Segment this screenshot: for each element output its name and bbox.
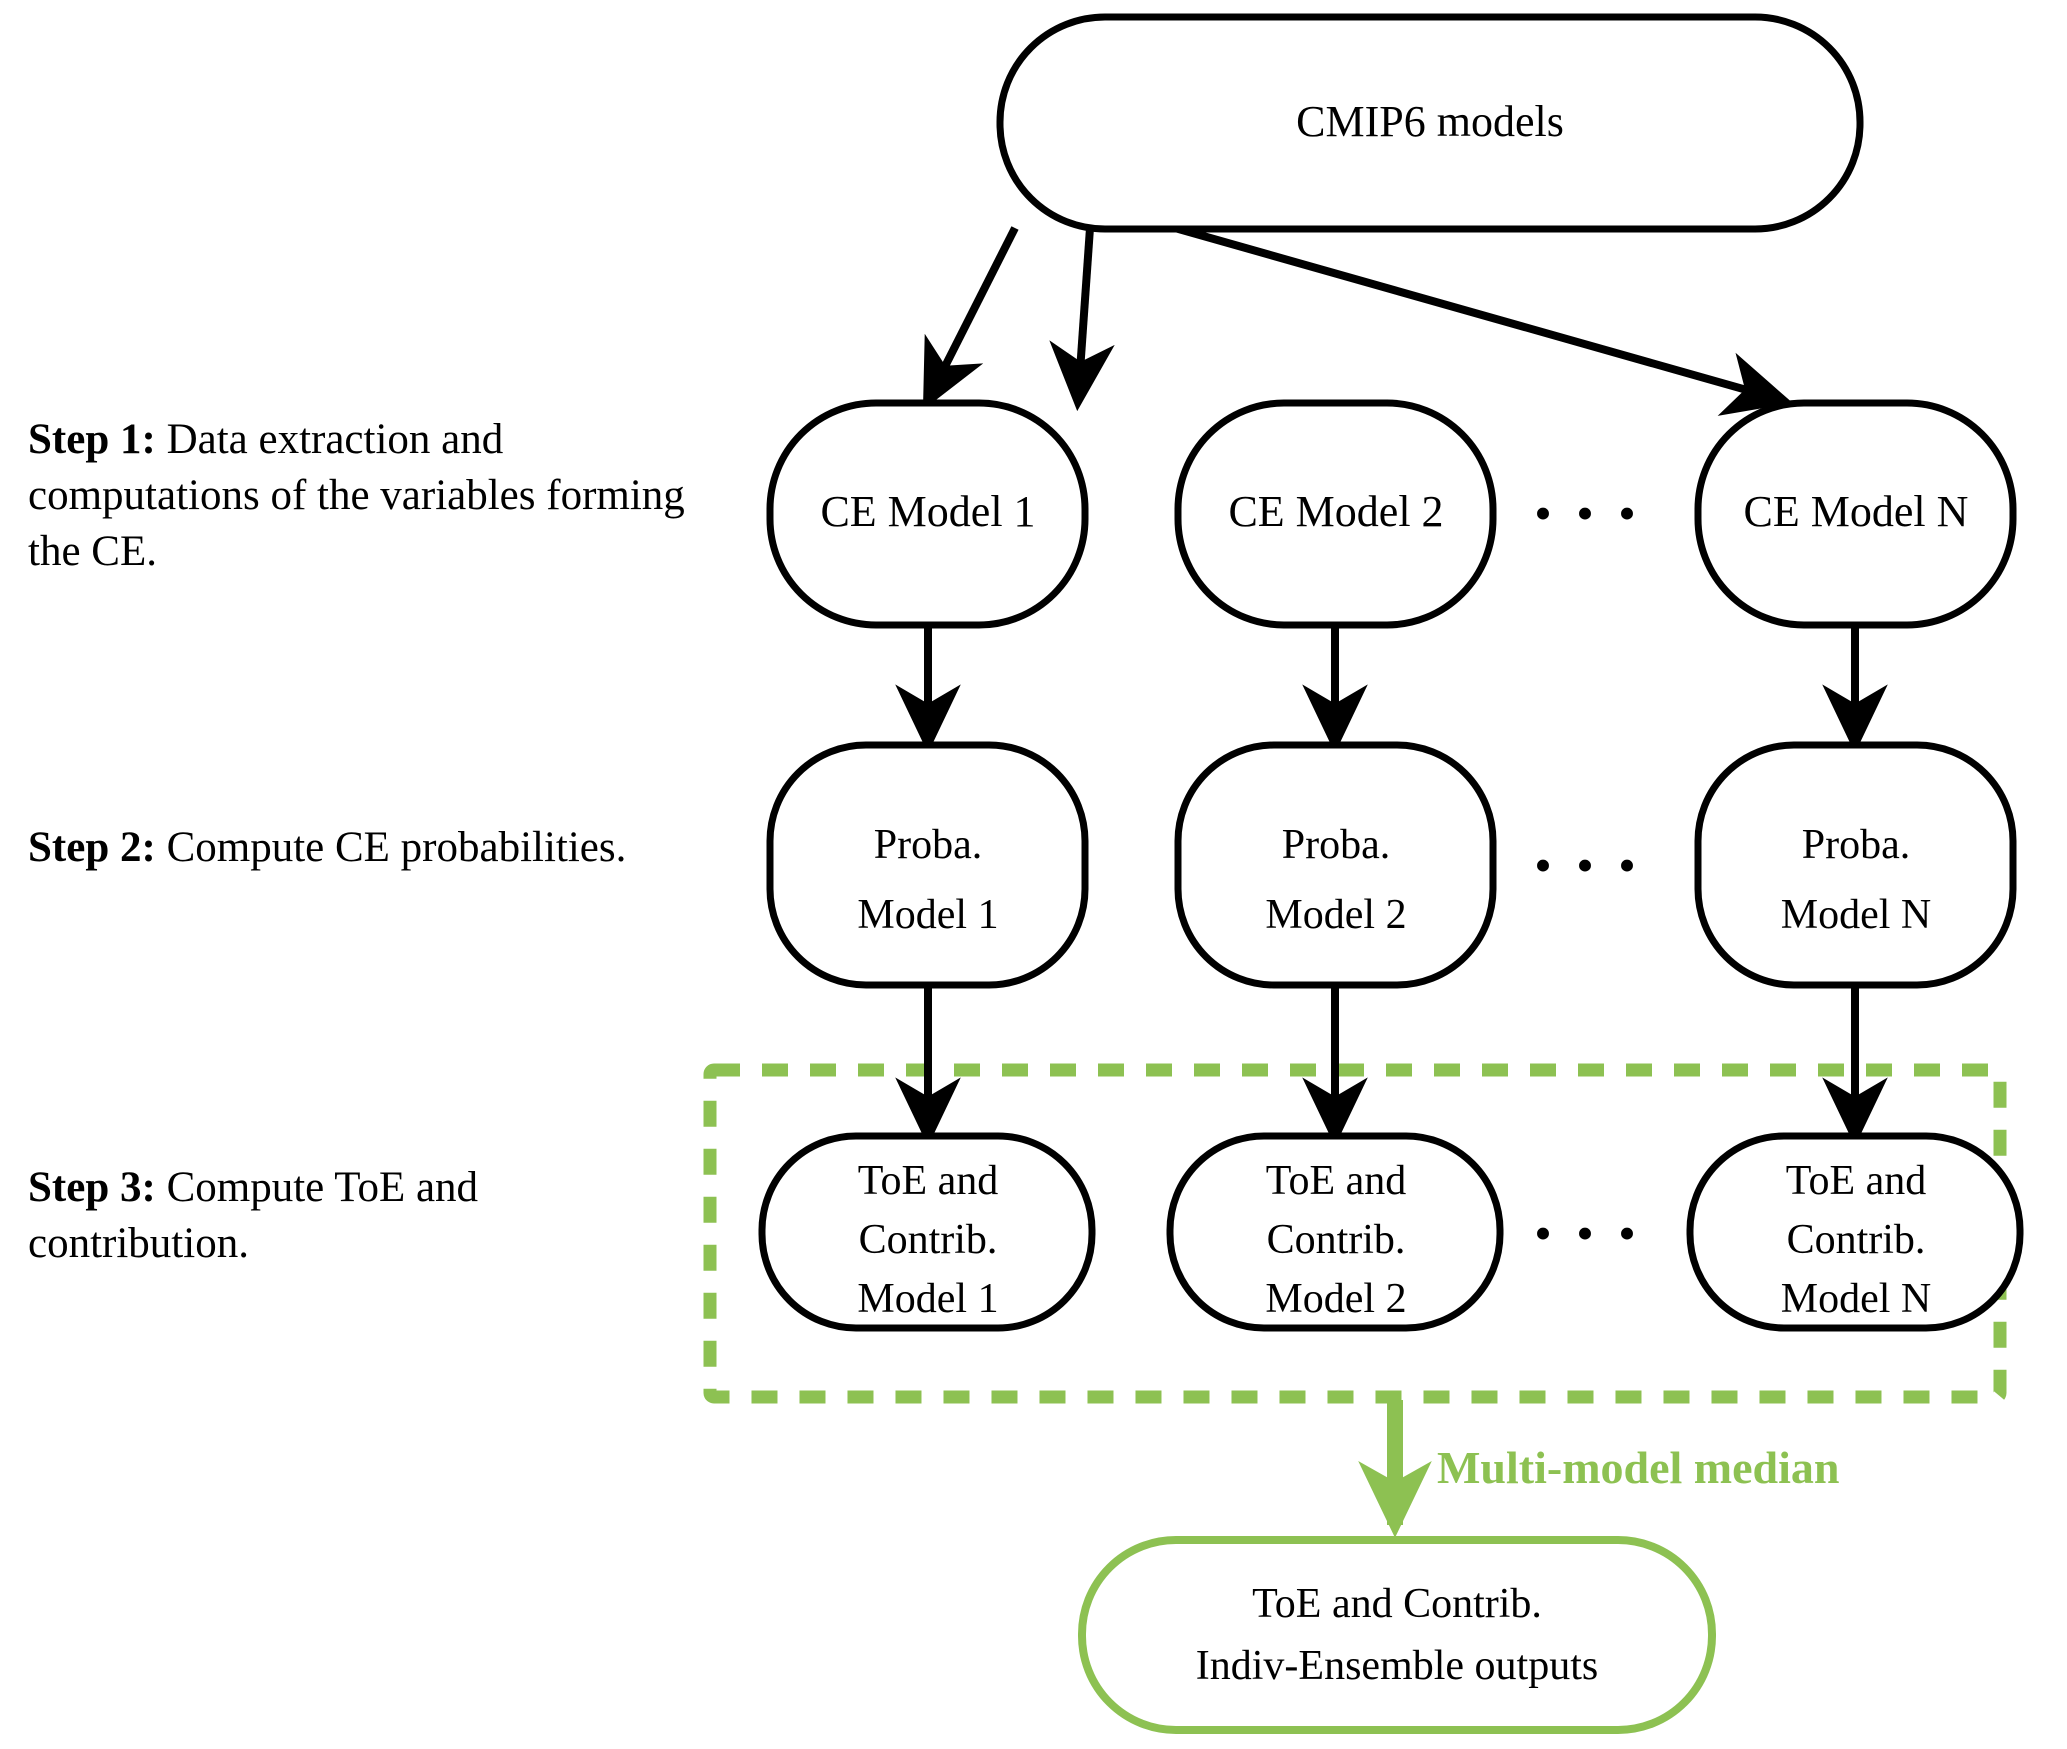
node-toe-model-2-line2: Contrib. xyxy=(1267,1217,1406,1263)
step-2-text: Compute CE probabilities. xyxy=(166,824,627,871)
node-proba-model-2-line2: Model 2 xyxy=(1265,892,1406,938)
step-2-description: Step 2: Compute CE probabilities. xyxy=(28,820,688,876)
node-proba-model-2[interactable]: Proba. Model 2 xyxy=(1174,741,1497,989)
step-1-label: Step 1: xyxy=(28,416,156,463)
node-toe-model-2-line1: ToE and xyxy=(1266,1158,1407,1204)
node-toe-model-n-line3: Model N xyxy=(1781,1276,1932,1322)
step-2-label: Step 2: xyxy=(28,824,156,871)
node-output-ensemble[interactable]: ToE and Contrib. Indiv-Ensemble outputs xyxy=(1078,1536,1716,1734)
node-toe-model-n-shape xyxy=(1686,1132,2024,1332)
node-ce-model-1-label: CE Model 1 xyxy=(820,487,1035,536)
node-toe-model-1-shape xyxy=(758,1132,1096,1332)
node-toe-model-2-line3: Model 2 xyxy=(1265,1276,1406,1322)
node-ce-model-2-label: CE Model 2 xyxy=(1228,487,1443,536)
edge-source-to-ce-1 xyxy=(922,226,1019,410)
ellipsis-row-2: • • • xyxy=(1534,837,1642,893)
node-ce-model-1-shape xyxy=(766,399,1089,629)
node-output-ensemble-line2: Indiv-Ensemble outputs xyxy=(1196,1643,1598,1689)
node-toe-model-n-line2: Contrib. xyxy=(1787,1217,1926,1263)
node-proba-model-n[interactable]: Proba. Model N xyxy=(1694,741,2017,989)
node-proba-model-1-shape xyxy=(766,741,1089,989)
node-proba-model-n-line1: Proba. xyxy=(1802,822,1911,868)
node-ce-model-n[interactable]: CE Model N xyxy=(1694,399,2017,629)
step-3-label: Step 3: xyxy=(28,1164,156,1211)
edge-source-to-ce-3 xyxy=(1173,224,1793,416)
node-proba-model-n-line2: Model N xyxy=(1781,892,1932,938)
node-toe-model-n-line1: ToE and xyxy=(1786,1158,1927,1204)
step-1-text: Data extraction and computations of the … xyxy=(28,416,685,575)
node-cmip6-models[interactable]: CMIP6 models xyxy=(996,13,1864,233)
node-toe-model-1-line2: Contrib. xyxy=(859,1217,998,1263)
node-proba-model-1[interactable]: Proba. Model 1 xyxy=(766,741,1089,989)
node-toe-model-n[interactable]: ToE and Contrib. Model N xyxy=(1686,1132,2024,1332)
node-proba-model-1-line2: Model 1 xyxy=(857,892,998,938)
node-ce-model-n-shape xyxy=(1694,399,2017,629)
ellipsis-row-1: • • • xyxy=(1534,485,1642,541)
node-output-ensemble-shape xyxy=(1078,1536,1716,1734)
node-ce-model-n-label: CE Model N xyxy=(1744,487,1969,536)
step-3-text: Compute ToE and contribution. xyxy=(28,1164,479,1267)
node-toe-model-1-line1: ToE and xyxy=(858,1158,999,1204)
node-proba-model-2-shape xyxy=(1174,741,1497,989)
node-toe-model-1-line3: Model 1 xyxy=(857,1276,998,1322)
node-toe-model-2-shape xyxy=(1166,1132,1504,1332)
node-toe-model-2[interactable]: ToE and Contrib. Model 2 xyxy=(1166,1132,1504,1332)
ellipsis-row-3: • • • xyxy=(1534,1205,1642,1261)
node-ce-model-2[interactable]: CE Model 2 xyxy=(1174,399,1497,629)
node-cmip6-models-shape xyxy=(996,13,1864,233)
step-3-description: Step 3: Compute ToE and contribution. xyxy=(28,1160,688,1272)
node-toe-model-1[interactable]: ToE and Contrib. Model 1 xyxy=(758,1132,1096,1332)
node-proba-model-1-line1: Proba. xyxy=(874,822,983,868)
node-ce-model-1[interactable]: CE Model 1 xyxy=(766,399,1089,629)
multi-model-median-label: Multi-model median xyxy=(1437,1442,1839,1493)
edge-source-to-ce-2 xyxy=(1049,227,1115,412)
node-cmip6-models-label: CMIP6 models xyxy=(1296,97,1564,146)
node-proba-model-2-line1: Proba. xyxy=(1282,822,1391,868)
node-proba-model-n-shape xyxy=(1694,741,2017,989)
node-output-ensemble-line1: ToE and Contrib. xyxy=(1252,1581,1542,1627)
node-ce-model-2-shape xyxy=(1174,399,1497,629)
step-1-description: Step 1: Data extraction and computations… xyxy=(28,412,688,580)
